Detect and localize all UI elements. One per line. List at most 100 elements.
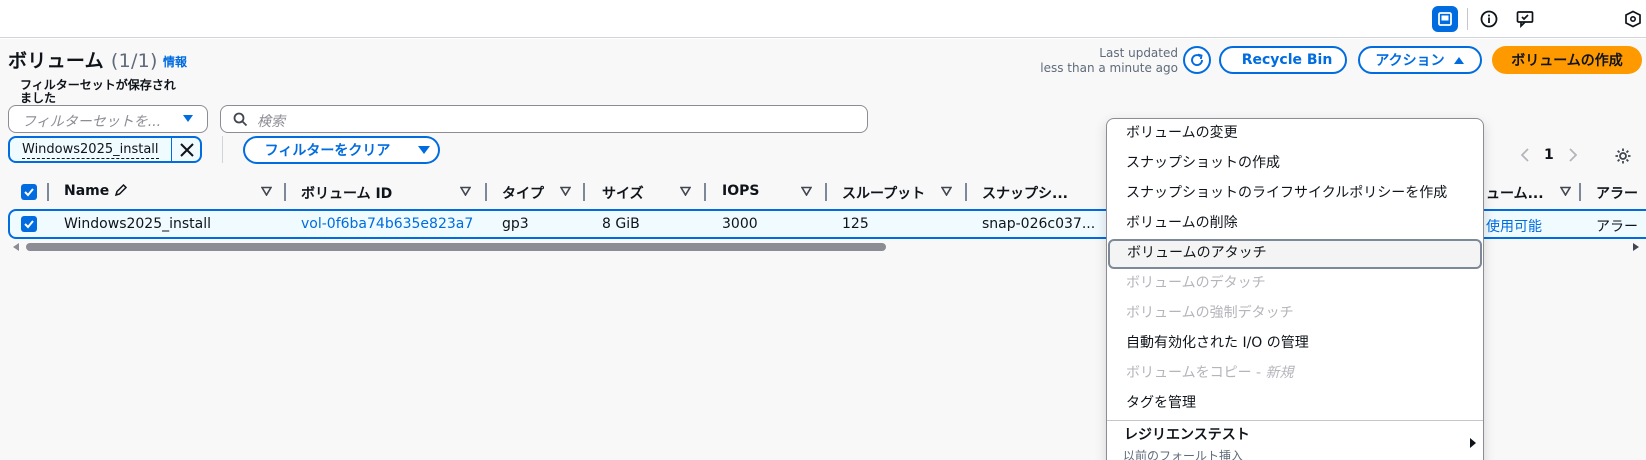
cell-state: 使用可能 [1486,219,1542,235]
chevron-right-icon[interactable] [1568,148,1578,162]
chevron-left-icon[interactable] [1520,148,1530,162]
toolbar-divider [1467,8,1468,30]
selection-count: (1/1) [110,50,158,72]
cell-throughput: 125 [842,216,869,232]
search-icon [233,112,248,127]
column-divider [965,183,967,201]
cell-volume-id-link[interactable]: vol-0f6ba74b635e823a7 [301,216,474,232]
edit-icon [115,183,128,197]
last-updated-label: Last updated [1099,46,1178,60]
menu-group-resilience-test[interactable]: レジリエンステスト [1124,427,1250,443]
last-updated: Last updated less than a minute ago [1040,46,1178,76]
filter-set-placeholder: フィルターセットを... [22,114,162,130]
saved-filter-label: フィルターセットが保存されました [20,78,176,105]
actions-label: アクション [1375,53,1445,69]
filter-divider [222,136,223,163]
gear-icon[interactable] [1614,147,1632,165]
menu-item-copy-volume: ボリュームをコピー - 新規 [1107,359,1483,389]
refresh-button[interactable] [1183,46,1211,74]
column-header-snapshot[interactable]: スナップシ... [982,186,1068,202]
page-title: ボリューム (1/1) [8,46,158,73]
sort-icon[interactable] [560,186,571,196]
menu-item-create-lifecycle-policy[interactable]: スナップショットのライフサイクルポリシーを作成 [1126,185,1448,201]
sort-icon[interactable] [801,186,812,196]
cell-snapshot: snap-026c037... [982,216,1096,232]
horizontal-scrollbar[interactable] [8,241,1646,251]
menu-item-modify-volume[interactable]: ボリュームの変更 [1126,125,1238,141]
menu-group-subtitle: 以前のフォールト挿入 [1123,449,1244,460]
menu-item-attach-volume[interactable]: ボリュームのアタッチ [1108,239,1482,269]
submenu-arrow-icon [1470,438,1476,448]
column-header-type[interactable]: タイプ [502,186,544,202]
actions-button[interactable]: アクション [1358,46,1482,74]
sort-icon[interactable] [460,186,471,196]
info-icon[interactable] [1476,6,1502,32]
column-divider [704,183,706,201]
menu-item-manage-auto-io[interactable]: 自動有効化された I/O の管理 [1126,335,1309,351]
last-updated-value: less than a minute ago [1040,61,1178,75]
cell-alarm: アラー [1596,219,1638,235]
copy-volume-label: ボリュームをコピー - [1126,365,1266,381]
column-divider [825,183,827,201]
actions-dropdown-menu: ボリュームの変更 スナップショットの作成 スナップショットのライフサイクルポリシ… [1106,118,1484,460]
cell-size: 8 GiB [602,216,640,232]
top-bar [0,0,1646,38]
column-header-throughput[interactable]: スループット [842,186,926,202]
sort-icon[interactable] [261,186,272,196]
caret-up-icon [1453,57,1464,64]
column-header-iops[interactable]: IOPS [722,183,760,199]
filter-set-select[interactable]: フィルターセットを... [8,105,208,133]
column-header-size[interactable]: サイズ [602,186,644,202]
select-all-checkbox[interactable] [21,184,37,200]
token-divider [171,138,172,161]
caret-down-icon [183,115,193,122]
menu-item-detach-volume: ボリュームのデタッチ [1126,275,1266,291]
menu-divider [1107,420,1483,421]
column-divider [1579,183,1581,201]
column-divider [47,183,49,201]
scroll-left-icon[interactable] [12,242,20,252]
column-header-state[interactable]: ューム... [1486,186,1544,202]
column-header-name-label: Name [64,183,110,199]
column-divider [284,183,286,201]
cell-iops: 3000 [722,216,758,232]
column-header-alarm[interactable]: アラー [1596,186,1638,202]
column-header-volume-id[interactable]: ボリューム ID [301,186,393,202]
sort-icon[interactable] [941,186,952,196]
scrollbar-thumb[interactable] [26,243,886,251]
security-icon[interactable] [1624,6,1646,32]
recycle-bin-button[interactable]: Recycle Bin [1219,46,1347,74]
new-badge: 新規 [1265,365,1294,381]
search-input[interactable]: 検索 [220,105,868,133]
pagination: 1 [1520,147,1578,163]
info-link[interactable]: 情報 [163,55,188,69]
sort-icon[interactable] [680,186,691,196]
close-icon[interactable] [178,141,196,159]
feedback-icon[interactable] [1512,6,1538,32]
search-placeholder: 検索 [257,114,285,130]
panel-layout-icon[interactable] [1432,6,1458,32]
create-volume-button[interactable]: ボリュームの作成 [1492,46,1642,74]
menu-item-delete-volume[interactable]: ボリュームの削除 [1126,215,1238,231]
page-title-text: ボリューム [8,50,104,72]
cell-name: Windows2025_install [64,216,212,232]
clear-filters-dropdown[interactable] [410,136,440,164]
row-checkbox[interactable] [21,216,37,232]
column-divider [485,183,487,201]
filter-token: Windows2025_install [8,136,202,163]
filter-token-label[interactable]: Windows2025_install [22,142,159,159]
menu-item-force-detach-volume: ボリュームの強制デタッチ [1126,305,1294,321]
cell-type: gp3 [502,216,529,232]
clear-filters-button[interactable]: フィルターをクリア [243,136,411,164]
page-number[interactable]: 1 [1544,147,1554,163]
menu-item-create-snapshot[interactable]: スナップショットの作成 [1126,155,1280,171]
column-header-name[interactable]: Name [64,183,128,199]
main-content: ボリューム (1/1) 情報 Last updated less than a … [0,39,1646,460]
scroll-right-icon[interactable] [1632,242,1640,252]
recycle-bin-label: Recycle Bin [1241,52,1333,68]
caret-down-icon [418,146,430,154]
refresh-icon [1191,53,1203,66]
sort-icon[interactable] [1560,186,1571,196]
menu-item-manage-tags[interactable]: タグを管理 [1126,395,1196,411]
column-divider [583,183,585,201]
